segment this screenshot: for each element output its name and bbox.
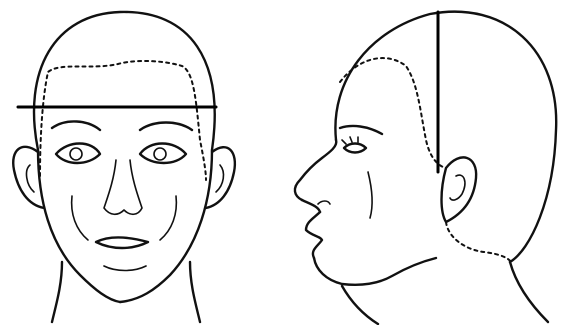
profile-nose	[302, 200, 320, 212]
front-left-iris	[70, 148, 82, 160]
front-hairline	[40, 61, 206, 180]
profile-eye	[344, 144, 366, 153]
front-right-ear-inner	[216, 165, 223, 192]
profile-chin-jaw	[314, 258, 436, 285]
profile-view-head	[295, 12, 556, 324]
front-neck-right	[190, 262, 200, 322]
front-nose	[104, 160, 142, 214]
profile-cheek	[368, 172, 372, 218]
front-face-left	[38, 150, 120, 302]
front-face-right	[120, 150, 212, 302]
profile-lips	[306, 212, 322, 258]
front-neck-left	[52, 262, 62, 322]
profile-hairline-nape	[446, 222, 512, 264]
profile-eyebrow	[340, 126, 382, 134]
front-left-ear-inner	[27, 165, 34, 192]
front-chin-line	[104, 266, 146, 271]
profile-forehead	[295, 140, 336, 200]
front-mouth	[96, 238, 148, 249]
front-head-outline	[34, 12, 215, 150]
profile-nostril	[318, 201, 330, 204]
profile-ear	[442, 157, 477, 222]
front-view-head	[13, 12, 235, 322]
profile-neck-back	[510, 262, 548, 322]
front-cheek-left	[72, 196, 88, 240]
front-left-eyebrow	[52, 121, 100, 130]
front-right-iris	[154, 148, 166, 160]
front-cheek-right	[160, 196, 176, 240]
front-right-eyebrow	[140, 123, 192, 131]
profile-neck-front	[342, 286, 378, 324]
profile-ear-inner	[450, 175, 465, 200]
